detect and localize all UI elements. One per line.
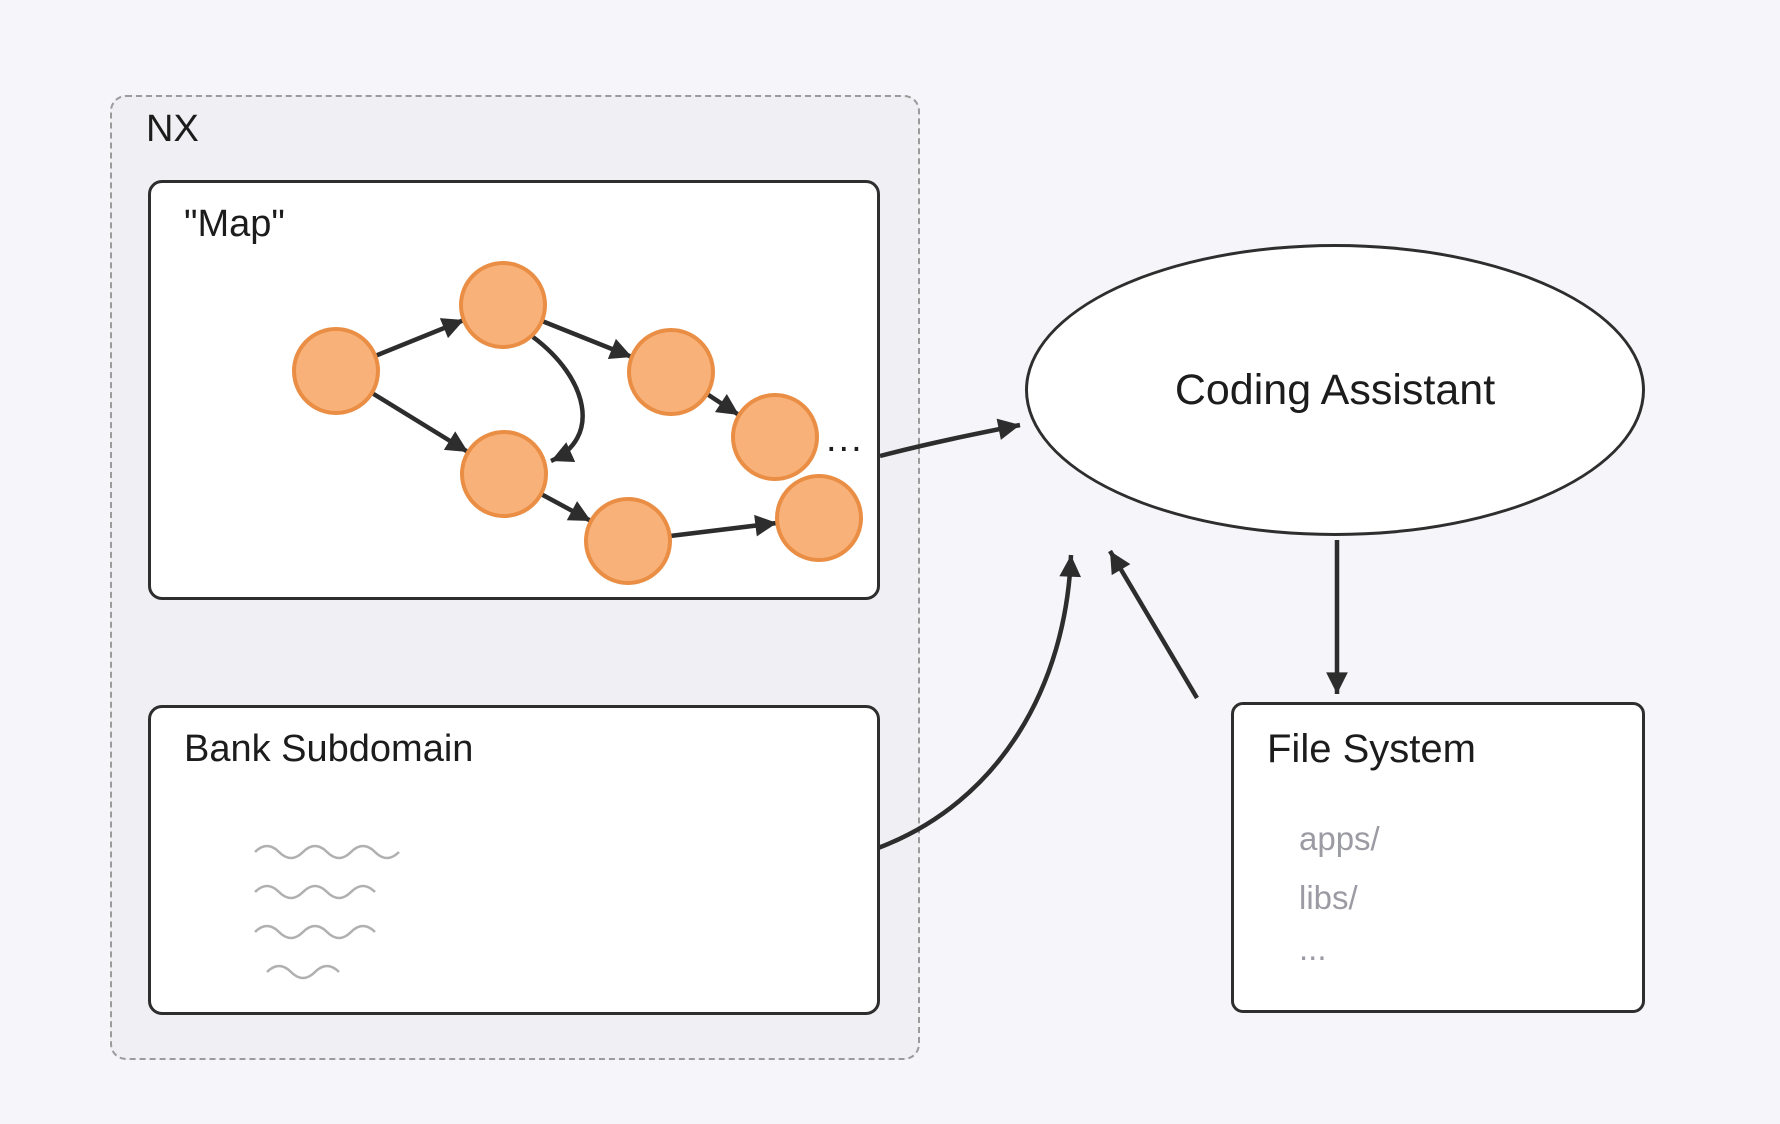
bank-subdomain-label: Bank Subdomain <box>184 728 474 770</box>
coding-assistant-label: Coding Assistant <box>1174 365 1496 414</box>
file-system-label: File System <box>1267 727 1476 771</box>
arrow-filesystem-to-assistant <box>1108 549 1199 700</box>
file-system-item-libs: libs/ <box>1299 879 1358 916</box>
file-system-item-apps: apps/ <box>1299 820 1380 857</box>
map-box-label: "Map" <box>184 203 285 245</box>
file-system-box <box>1231 702 1645 1013</box>
bank-subdomain-box <box>148 705 880 1015</box>
nx-group-label: NX <box>146 108 199 150</box>
coding-assistant-ellipse: Coding Assistant <box>1025 244 1645 536</box>
map-ellipsis-text: ... <box>826 418 864 460</box>
file-system-item-ellipsis: ... <box>1299 930 1327 967</box>
